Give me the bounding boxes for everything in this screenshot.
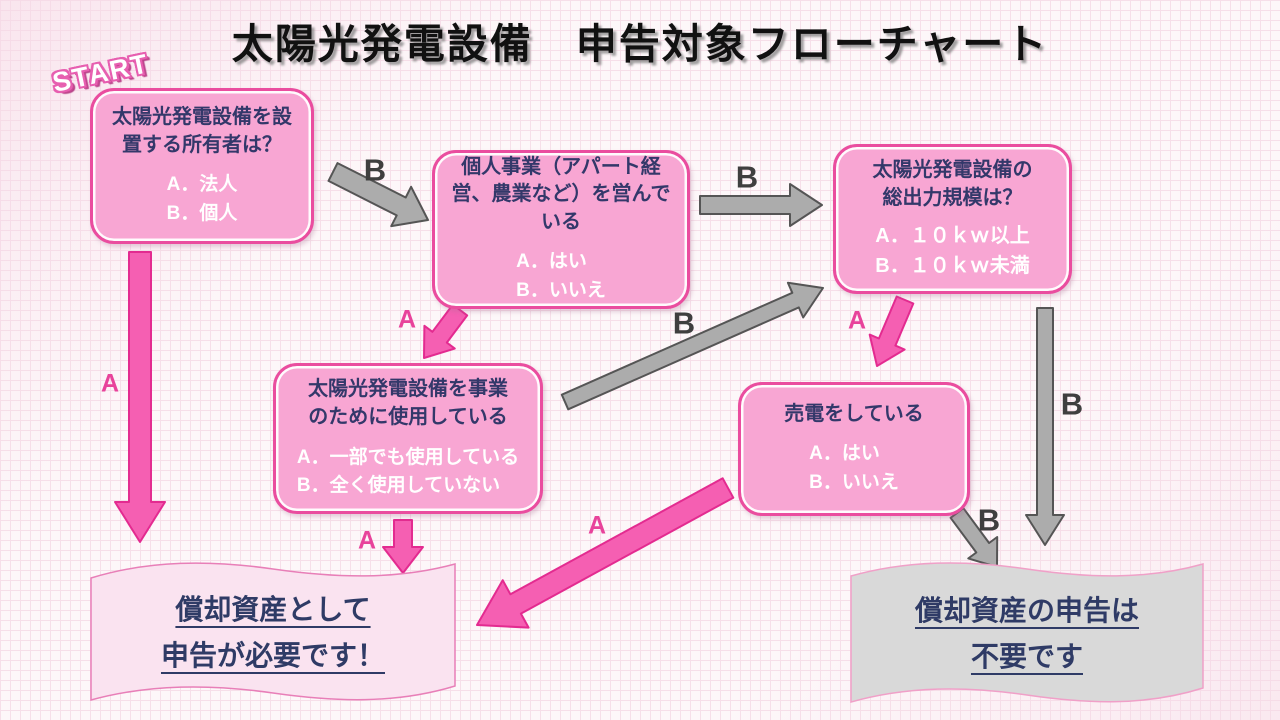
node-business-use: 太陽光発電設備を事業のために使用している A．一部でも使用している B．全く使用… (273, 363, 543, 514)
edge-label-output-to-notreq: B (1060, 386, 1084, 422)
node-sole-proprietor: 個人事業（アパート経営、農業など）を営んでいる A．はい B．いいえ (432, 150, 690, 309)
node-question: 売電をしている (784, 402, 924, 425)
result-declaration-not-required: 償却資産の申告は 不要です (850, 558, 1204, 710)
arrow-output-to-notreq (1025, 307, 1065, 546)
node-question: 個人事業（アパート経営、農業など）を営んでいる (451, 155, 671, 233)
edge-label-selling-to-required: A (587, 511, 607, 540)
result-text: 償却資産として 申告が必要です！ (90, 558, 456, 708)
option-a: A．はい (809, 443, 880, 465)
option-b: B．いいえ (516, 279, 606, 301)
node-selling-power: 売電をしている A．はい B．いいえ (738, 382, 970, 516)
edge-label-owner-to-required: A (100, 369, 120, 398)
result-line: 不要です (970, 641, 1083, 672)
option-b: B．全く使用していない (296, 475, 501, 497)
option-b: B．個人 (166, 202, 238, 224)
option-b: B．１０ｋｗ未満 (875, 254, 1030, 277)
option-a: A．一部でも使用している (296, 446, 520, 468)
wave-shape (850, 562, 1204, 703)
node-question: 太陽光発電設備の総出力規模は？ (872, 159, 1033, 209)
node-question: 太陽光発電設備を設置する所有者は？ (112, 105, 292, 156)
page-title: 太陽光発電設備 申告対象フローチャート (231, 21, 1049, 67)
edge-label-business-to-output: B (672, 305, 696, 341)
node-options: A．法人 B．個人 (167, 171, 238, 228)
node-question: 太陽光発電設備を事業のために使用している (308, 378, 508, 428)
arrow-owner-to-required (114, 251, 166, 543)
arrow-sole-to-business (423, 303, 469, 359)
arrow-output-to-selling (868, 295, 915, 367)
option-b: B．いいえ (809, 471, 899, 493)
edge-label-owner-to-sole: B (363, 152, 387, 188)
edge-label-output-to-selling: A (847, 306, 867, 335)
result-declaration-required: 償却資産として 申告が必要です！ (90, 558, 456, 708)
result-line: 償却資産の申告は (914, 594, 1139, 626)
edge-label-business-to-required: A (357, 526, 377, 555)
edge-label-sole-to-output: B (735, 159, 759, 195)
result-line: 申告が必要です！ (160, 640, 385, 671)
arrow-sole-to-output (699, 183, 823, 227)
node-total-output: 太陽光発電設備の総出力規模は？ A．１０ｋｗ以上 B．１０ｋｗ未満 (833, 144, 1072, 294)
option-a: A．法人 (166, 174, 238, 196)
node-options: A．はい B．いいえ (516, 248, 606, 305)
node-options: A．１０ｋｗ以上 B．１０ｋｗ未満 (875, 221, 1029, 281)
result-line: 償却資産として (175, 593, 371, 625)
option-a: A．はい (516, 251, 587, 273)
node-owner-type: 太陽光発電設備を設置する所有者は？ A．法人 B．個人 (90, 88, 314, 244)
option-a: A．１０ｋｗ以上 (875, 224, 1030, 247)
edge-label-sole-to-business: A (397, 305, 417, 334)
node-options: A．一部でも使用している B．全く使用していない (297, 444, 519, 501)
edge-label-selling-to-notreq: B (977, 502, 1001, 538)
node-options: A．はい B．いいえ (809, 440, 899, 497)
result-text: 償却資産の申告は 不要です (850, 558, 1204, 710)
wave-shape (90, 562, 456, 701)
